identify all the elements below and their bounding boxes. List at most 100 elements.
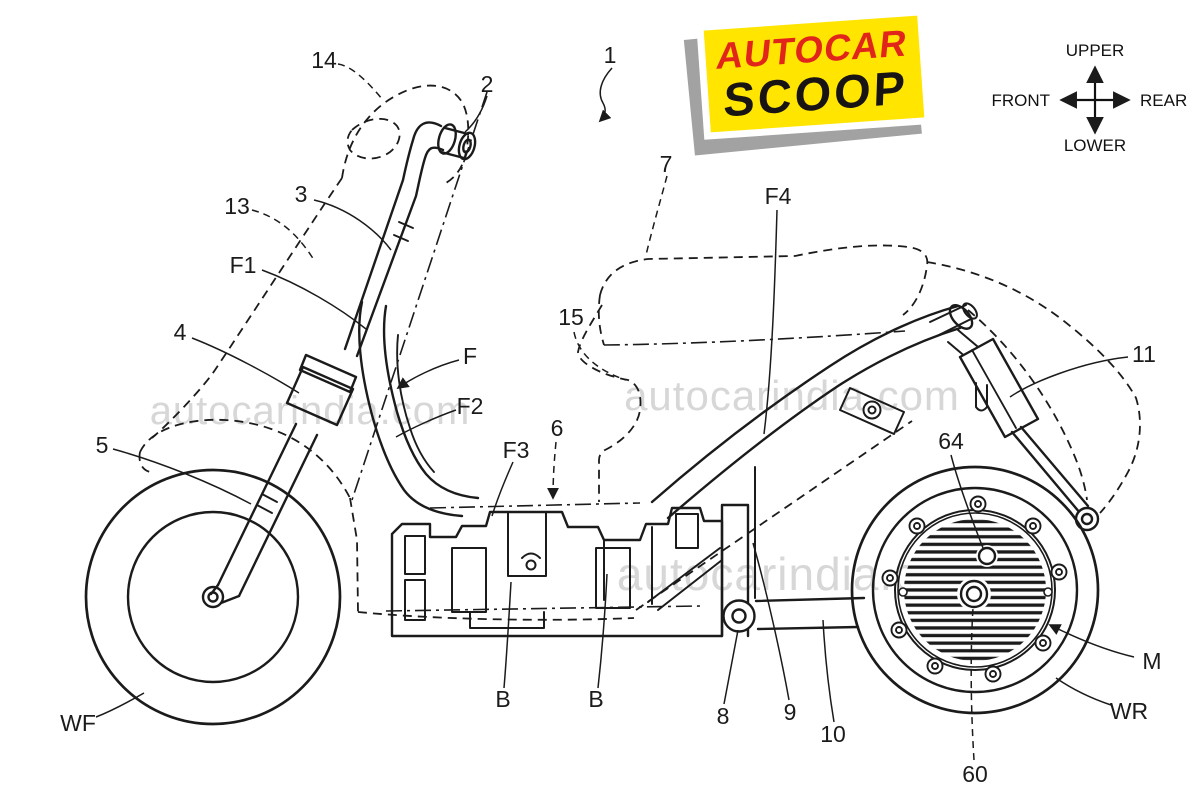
logo-inner: AUTOCAR SCOOP <box>703 15 925 133</box>
leader-15 <box>573 331 627 381</box>
front-cowl-outline <box>341 84 470 185</box>
rear-lower-body-line <box>635 420 913 611</box>
leader-11 <box>1009 356 1129 398</box>
fork-clamp <box>285 353 358 427</box>
ref-label-3: 3 <box>295 181 308 207</box>
leader-F2 <box>395 409 457 438</box>
ref-label-B-right: B <box>588 686 603 712</box>
leader-M <box>1048 624 1135 658</box>
ref-label-10: 10 <box>820 721 846 747</box>
swing-arm <box>754 596 866 631</box>
ref-label-2: 2 <box>481 71 494 97</box>
orientation-compass: UPPER LOWER FRONT REAR <box>991 41 1187 155</box>
compass-label-rear: REAR <box>1140 91 1187 110</box>
leader-F4 <box>763 209 778 435</box>
leader-F3 <box>491 461 514 517</box>
leader-1 <box>598 67 613 123</box>
leader-2 <box>464 95 488 133</box>
sensor-64 <box>977 546 997 566</box>
floorboard-edge <box>349 497 635 621</box>
leader-B-right <box>597 573 608 689</box>
rear-shock-absorber <box>947 329 1100 532</box>
rear-body-outline <box>926 261 1141 514</box>
logo-text-scoop: SCOOP <box>722 60 909 127</box>
ref-label-7: 7 <box>660 151 673 177</box>
pivot-bracket <box>720 466 756 638</box>
leader-60 <box>970 607 975 761</box>
compass-label-upper: UPPER <box>1066 41 1125 60</box>
ref-label-13: 13 <box>224 193 250 219</box>
ref-label-11: 11 <box>1132 341 1156 367</box>
ref-label-8: 8 <box>717 703 730 729</box>
leader-WR <box>1055 677 1112 706</box>
leader-B-left <box>503 581 512 689</box>
rear-body-inner <box>967 309 1088 501</box>
ref-label-5: 5 <box>96 432 109 458</box>
leader-9 <box>752 542 790 701</box>
vehicle-linework <box>84 121 1100 726</box>
ref-label-F2: F2 <box>457 393 484 419</box>
front-fork-leg <box>209 422 319 605</box>
hub-center <box>959 579 989 609</box>
leader-F1 <box>261 269 367 330</box>
reference-labels: 1 2 3 4 5 6 7 8 9 10 11 13 14 15 60 64 B… <box>60 42 1161 787</box>
compass-label-front: FRONT <box>991 91 1050 110</box>
ref-label-M: M <box>1142 648 1161 674</box>
leader-64 <box>950 454 984 549</box>
ref-label-1: 1 <box>604 42 617 68</box>
leader-13 <box>251 209 315 261</box>
leader-4 <box>191 337 300 394</box>
compass-label-lower: LOWER <box>1064 136 1126 155</box>
rear-frame-tube <box>650 302 978 520</box>
motor-cover-outer <box>871 486 1079 694</box>
ref-label-15: 15 <box>558 304 584 330</box>
front-wheel <box>84 468 342 726</box>
rear-wheel-hub-motor <box>850 465 1100 715</box>
rear-tire <box>850 465 1100 715</box>
seat-left-edge <box>597 294 605 346</box>
ref-label-F4: F4 <box>765 183 792 209</box>
ref-label-F: F <box>463 343 477 369</box>
ref-label-60: 60 <box>962 761 988 787</box>
underseat-centerline <box>429 502 641 509</box>
bodywork-phantom-outline <box>138 84 1141 621</box>
ref-label-WR: WR <box>1110 698 1148 724</box>
leader-8 <box>723 629 739 705</box>
ref-label-64: 64 <box>938 428 964 454</box>
leg-shield-outline <box>151 177 343 439</box>
leader-lines <box>95 63 1135 761</box>
ref-label-F3: F3 <box>503 437 530 463</box>
leader-7 <box>645 175 668 256</box>
watermark-text: autocarindia.com <box>624 372 960 419</box>
ref-label-4: 4 <box>174 319 187 345</box>
ref-label-14: 14 <box>311 47 337 73</box>
leader-WF <box>95 692 145 718</box>
steering-column <box>393 221 414 242</box>
ref-label-F1: F1 <box>230 252 257 278</box>
ref-label-B-left: B <box>495 686 510 712</box>
leader-F <box>396 359 460 390</box>
centerlines <box>351 91 906 612</box>
ref-label-9: 9 <box>784 699 797 725</box>
ref-label-6: 6 <box>551 415 564 441</box>
seat-bottom-line <box>603 330 906 346</box>
motor-cover-bolts <box>881 495 1068 683</box>
leader-6 <box>547 441 560 500</box>
seat-outline <box>599 244 929 316</box>
front-fender-tip <box>138 451 151 473</box>
leader-10 <box>822 619 835 723</box>
logo-plate: AUTOCAR SCOOP <box>696 8 932 140</box>
leader-3 <box>313 199 392 251</box>
front-cowl-pocket <box>346 118 401 160</box>
ref-label-WF: WF <box>60 710 96 736</box>
autocar-scoop-logo: AUTOCAR SCOOP <box>683 8 932 156</box>
leader-5 <box>112 448 252 505</box>
leader-14 <box>337 63 383 100</box>
frame-down-tube <box>358 300 480 518</box>
under-seat-body-outline <box>577 304 642 502</box>
floor-battery-unit <box>390 506 724 638</box>
front-fender-outline <box>139 418 351 499</box>
floor-centerline <box>385 605 701 612</box>
